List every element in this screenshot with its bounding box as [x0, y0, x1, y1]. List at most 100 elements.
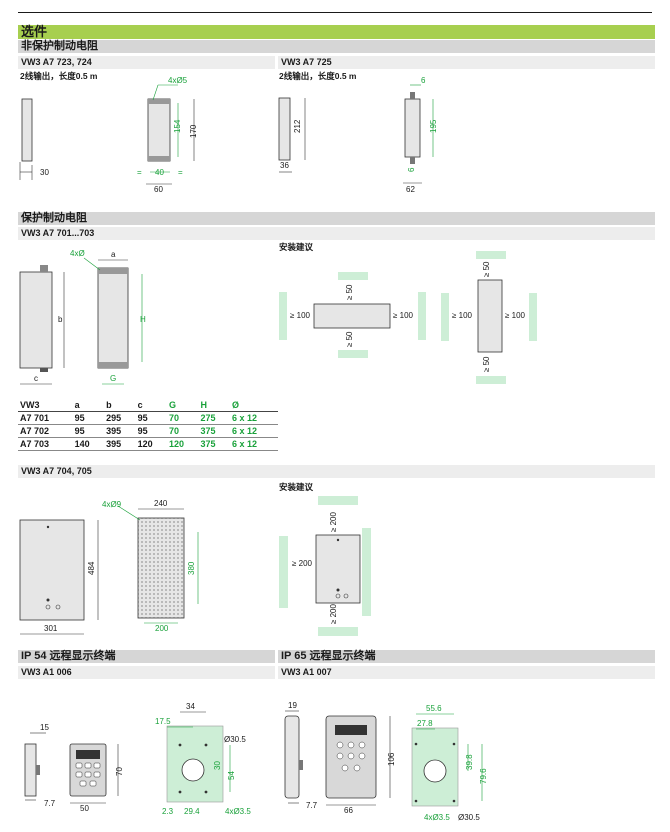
- th-b: b: [104, 399, 136, 412]
- dim-o30-5b: Ø30.5: [458, 813, 480, 822]
- cell: 395: [104, 437, 136, 451]
- section-title-ip65: IP 65 远程显示终端: [278, 650, 655, 663]
- cell: 140: [72, 437, 105, 451]
- dim-7-7: 7.7: [44, 799, 56, 808]
- dim-o30-5: Ø30.5: [224, 735, 246, 744]
- dim-39-8: 39.8: [465, 754, 474, 770]
- model-label-704: VW3 A7 704, 705: [18, 465, 655, 478]
- dim-34: 34: [186, 702, 195, 711]
- dim-100-right: ≥ 100: [393, 311, 414, 320]
- section-title-non-protected: 非保护制动电阻: [18, 40, 655, 53]
- dim-170: 170: [189, 124, 198, 138]
- cell: 375: [198, 424, 230, 438]
- section-title-ip54: IP 54 远程显示终端: [18, 650, 275, 663]
- dim-eq-right: =: [178, 168, 183, 177]
- dim-4x3-5: 4xØ3.5: [225, 807, 251, 816]
- cell: 120: [167, 437, 199, 451]
- dim-484: 484: [87, 561, 96, 575]
- dim-380: 380: [187, 561, 196, 575]
- dim-55-6: 55.6: [426, 704, 442, 713]
- cell: 6 x 12: [229, 411, 278, 425]
- dim-70: 70: [115, 767, 124, 776]
- dim-195: 195: [429, 119, 438, 133]
- dim-100-right-2: ≥ 100: [505, 311, 526, 320]
- table-row: A7 703 140 395 120 120 375 6 x 12: [18, 437, 278, 451]
- dim-100-left: ≥ 100: [290, 311, 311, 320]
- dim-g: G: [110, 374, 116, 383]
- dim-6-bottom: 6: [407, 167, 416, 172]
- dim-30: 30: [40, 168, 49, 177]
- dim-50-top: ≥ 50: [345, 284, 354, 300]
- cell: 120: [135, 437, 168, 451]
- dim-2-3: 2.3: [162, 807, 174, 816]
- install-title-2: 安装建议: [279, 482, 314, 492]
- cell: 95: [72, 424, 105, 438]
- dim-200-bottom: ≥ 200: [329, 603, 338, 624]
- dim-54: 54: [227, 771, 236, 780]
- cell: A7 703: [18, 437, 73, 451]
- cell: 275: [198, 411, 230, 425]
- dim-29-4: 29.4: [184, 807, 200, 816]
- th-g: G: [167, 399, 199, 412]
- dim-30-hole: 30: [213, 761, 222, 770]
- dim-200-top: ≥ 200: [329, 511, 338, 532]
- dim-4x3-5b: 4xØ3.5: [424, 813, 450, 822]
- dim-200-left: ≥ 200: [292, 559, 313, 568]
- dim-a: a: [111, 250, 116, 259]
- dim-154: 154: [173, 119, 182, 133]
- dim-7-7b: 7.7: [306, 801, 318, 810]
- dim-200: 200: [155, 624, 169, 633]
- section-title-protected: 保护制动电阻: [18, 212, 655, 225]
- dim-240: 240: [154, 499, 168, 508]
- table-row: A7 702 95 395 95 70 375 6 x 12: [18, 424, 278, 438]
- cell: 70: [167, 424, 199, 438]
- dim-27-8: 27.8: [417, 719, 433, 728]
- install-title-1: 安装建议: [279, 242, 314, 252]
- cell: 395: [104, 424, 136, 438]
- dim-50-bottom: ≥ 50: [345, 331, 354, 347]
- dim-c: c: [34, 374, 38, 383]
- dim-301: 301: [44, 624, 58, 633]
- note-wire-b: 2线输出，长度0.5 m: [279, 71, 357, 81]
- dim-50-panel: 50: [80, 804, 89, 813]
- dim-4x5: 4xØ5: [168, 76, 188, 85]
- model-label-701: VW3 A7 701...703: [18, 227, 655, 240]
- dim-b: b: [58, 315, 63, 324]
- dim-50-bottom-2: ≥ 50: [482, 356, 491, 372]
- dim-79-6: 79.6: [479, 768, 488, 784]
- dim-60: 60: [154, 185, 163, 194]
- dim-62: 62: [406, 185, 415, 194]
- cell: 95: [135, 411, 168, 425]
- model-label-a1-007: VW3 A1 007: [278, 666, 655, 679]
- cell: 375: [198, 437, 230, 451]
- cell: A7 701: [18, 411, 73, 425]
- spec-table: VW3 a b c G H Ø A7 701 95 295 95 70 275 …: [18, 399, 278, 451]
- dim-40: 40: [155, 168, 164, 177]
- dim-4x9: 4xØ9: [102, 500, 122, 509]
- page-title: 选件: [18, 25, 655, 39]
- cell: 295: [104, 411, 136, 425]
- th-c: c: [135, 399, 168, 412]
- cell: A7 702: [18, 424, 73, 438]
- th-vw3: VW3: [18, 399, 73, 412]
- dim-6-top: 6: [421, 76, 426, 85]
- dim-66: 66: [344, 806, 353, 815]
- dim-36: 36: [280, 161, 289, 170]
- dim-19: 19: [288, 701, 297, 710]
- dim-212: 212: [293, 119, 302, 133]
- th-a: a: [72, 399, 105, 412]
- model-label-723: VW3 A7 723, 724: [18, 56, 275, 69]
- cell: 95: [72, 411, 105, 425]
- cell: 95: [135, 424, 168, 438]
- th-h: H: [198, 399, 230, 412]
- model-label-a1-006: VW3 A1 006: [18, 666, 275, 679]
- dim-106: 106: [387, 752, 396, 766]
- top-rule: [18, 12, 652, 13]
